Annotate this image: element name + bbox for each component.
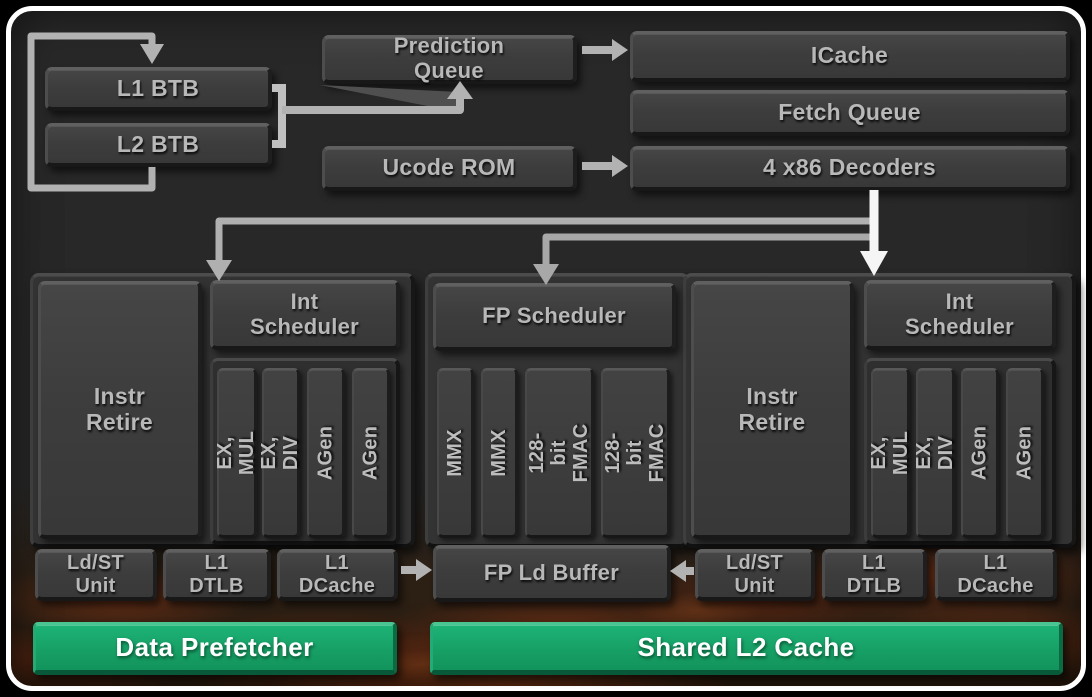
l1-dcache-right-box: L1 DCache bbox=[935, 549, 1057, 601]
pipe-agen2-left: AGen bbox=[352, 368, 390, 538]
l2-btb-box: L2 BTB bbox=[45, 123, 272, 167]
pipe-ex-div-right: EX, DIV bbox=[913, 368, 957, 538]
pipe-ex-div-left: EX, DIV bbox=[259, 368, 303, 538]
pipe-mmx2: MMX bbox=[481, 368, 518, 538]
pipe-ex-mul-left: EX, MUL bbox=[215, 368, 259, 538]
instr-retire-left-box: Instr Retire bbox=[38, 281, 202, 539]
pipe-agen2-right: AGen bbox=[1006, 368, 1044, 538]
ucode-rom-box: Ucode ROM bbox=[322, 146, 577, 191]
fetch-queue-box: Fetch Queue bbox=[630, 90, 1070, 136]
instr-retire-right-box: Instr Retire bbox=[691, 281, 854, 539]
prediction-queue-box: Prediction Queue bbox=[322, 34, 577, 84]
icache-box: ICache bbox=[630, 31, 1070, 82]
pipe-fmac2: 128-bit FMAC bbox=[601, 368, 670, 538]
l1-dtlb-right-box: L1 DTLB bbox=[822, 549, 927, 601]
fp-scheduler-box: FP Scheduler bbox=[433, 283, 676, 351]
l1-dtlb-left-box: L1 DTLB bbox=[163, 549, 271, 601]
pipe-agen1-right: AGen bbox=[961, 368, 999, 538]
ldst-unit-right-box: Ld/ST Unit bbox=[695, 549, 815, 601]
int-scheduler-left-box: Int Scheduler bbox=[210, 280, 400, 350]
data-prefetcher-bar: Data Prefetcher bbox=[33, 622, 397, 675]
shared-l2-cache-bar: Shared L2 Cache bbox=[430, 622, 1063, 675]
int-scheduler-right-box: Int Scheduler bbox=[864, 280, 1056, 350]
pipe-agen1-left: AGen bbox=[307, 368, 345, 538]
pipe-ex-mul-right: EX, MUL bbox=[868, 368, 912, 538]
l1-dcache-left-box: L1 DCache bbox=[277, 549, 398, 601]
pipe-mmx1: MMX bbox=[437, 368, 474, 538]
fp-ld-buffer-box: FP Ld Buffer bbox=[433, 545, 671, 602]
x86-decoders-box: 4 x86 Decoders bbox=[630, 146, 1070, 191]
ldst-unit-left-box: Ld/ST Unit bbox=[35, 549, 157, 601]
pipe-fmac1: 128-bit FMAC bbox=[525, 368, 594, 538]
l1-btb-box: L1 BTB bbox=[45, 67, 272, 111]
